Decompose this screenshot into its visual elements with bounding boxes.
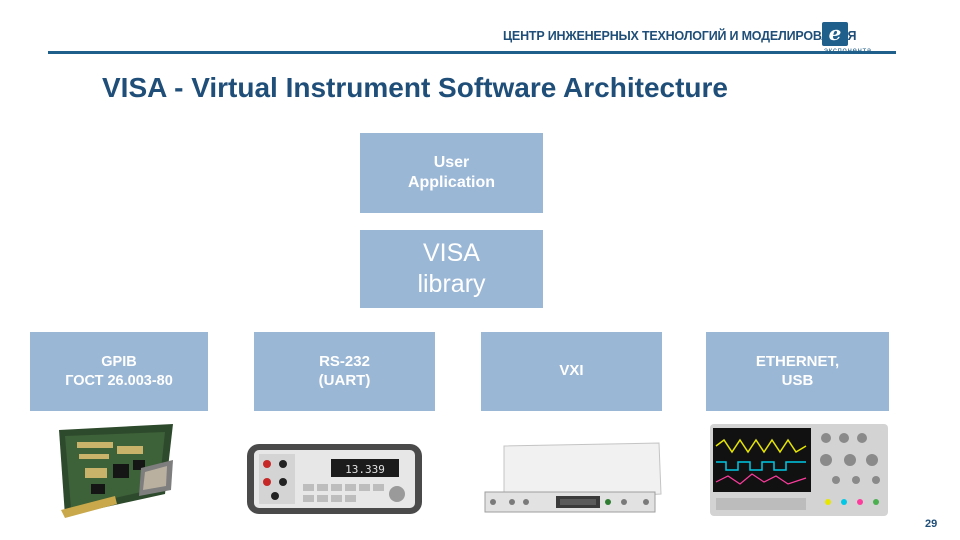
interface-box-rs232: RS-232 (UART): [254, 332, 435, 411]
multimeter-display-readout: 13.339: [345, 463, 385, 476]
logo-e-icon: e: [822, 22, 848, 46]
gpib-card-photo: [55, 424, 177, 520]
page-number: 29: [925, 518, 937, 530]
oscilloscope-photo: [710, 424, 888, 516]
org-name: ЦЕНТР ИНЖЕНЕРНЫХ ТЕХНОЛОГИЙ И МОДЕЛИРОВА…: [503, 29, 856, 43]
company-logo: e экспонента: [822, 22, 878, 54]
header-rule: [48, 51, 896, 54]
slide-title: VISA - Virtual Instrument Software Archi…: [102, 72, 728, 104]
user-application-box: User Application: [360, 133, 543, 213]
vxi-module-photo: [484, 442, 664, 514]
visa-library-box: VISA library: [360, 230, 543, 308]
interface-box-ethernet-usb: ETHERNET, USB: [706, 332, 889, 411]
logo-wordmark: экспонента: [824, 46, 872, 55]
interface-box-vxi: VXI: [481, 332, 662, 411]
interface-box-gpib: GPIB ГОСТ 26.003-80: [30, 332, 208, 411]
multimeter-photo: 13.339: [247, 438, 422, 520]
